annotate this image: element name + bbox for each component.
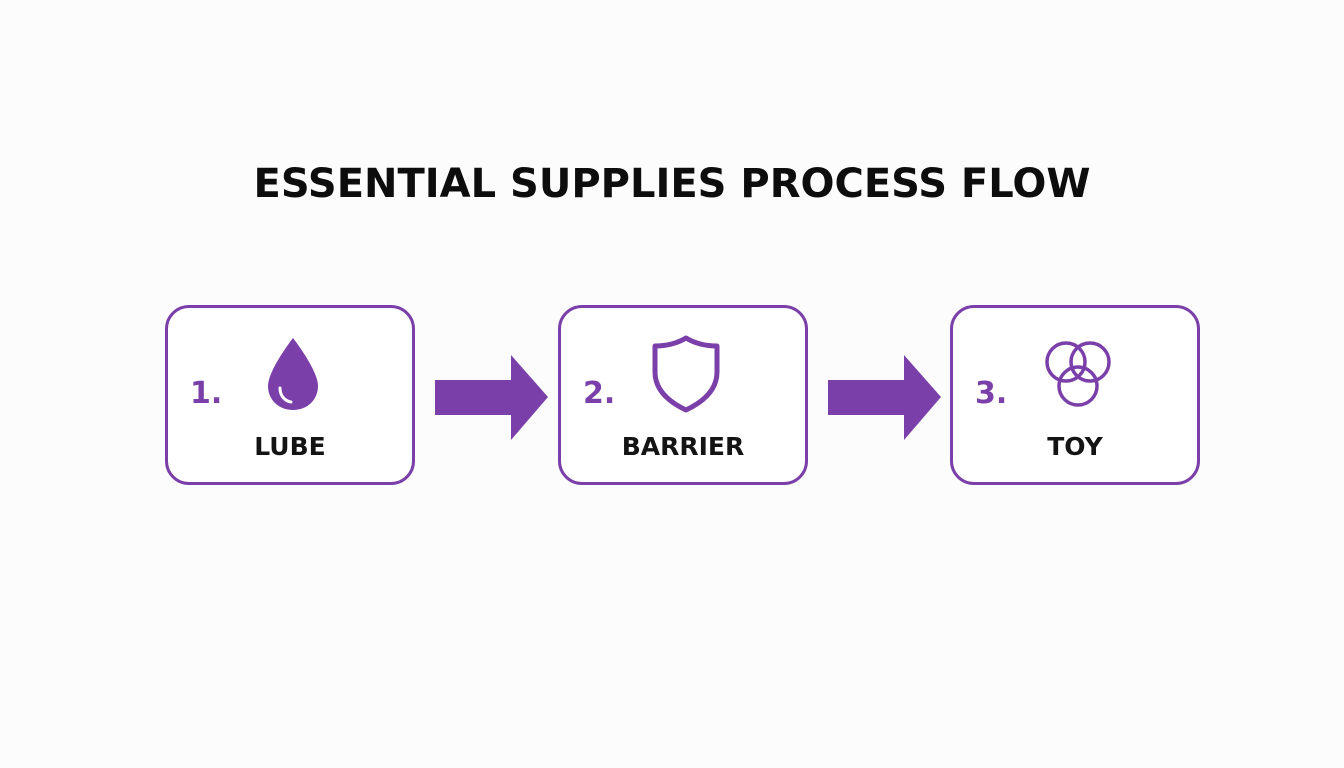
diagram-title: ESSENTIAL SUPPLIES PROCESS FLOW <box>253 161 1091 207</box>
step-1-label: LUBE <box>254 432 326 461</box>
arrow-right-icon <box>435 355 548 440</box>
step-1-number: 1. <box>190 376 223 411</box>
step-1-box: 1. LUBE <box>165 305 415 485</box>
droplet-icon <box>268 338 318 410</box>
step-2-box: 2. BARRIER <box>558 305 808 485</box>
step-2-label: BARRIER <box>621 432 745 461</box>
arrow-right-icon <box>828 355 941 440</box>
step-3-box: 3. TOY <box>950 305 1200 485</box>
step-3-label: TOY <box>1047 432 1103 461</box>
overlapping-circles-icon <box>1045 341 1111 407</box>
shield-icon <box>652 335 720 413</box>
step-3-number: 3. <box>975 376 1008 411</box>
step-2-number: 2. <box>583 376 616 411</box>
